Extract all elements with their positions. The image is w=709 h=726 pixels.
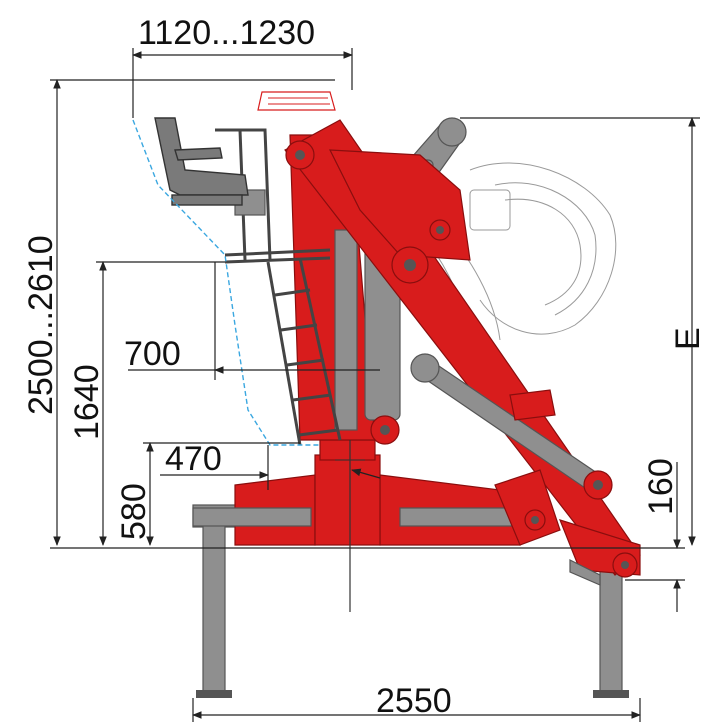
dim-platform-offset-label: 700 bbox=[124, 335, 181, 373]
dim-base-height: 580 bbox=[115, 442, 300, 546]
dim-platform-height-label: 1640 bbox=[68, 364, 106, 440]
dim-base-height-label: 580 bbox=[115, 483, 153, 540]
rotator-ghost bbox=[257, 91, 336, 111]
dim-leg-spread-label: 2550 bbox=[376, 682, 452, 720]
boom-lower-link bbox=[494, 389, 561, 546]
operator-ladder bbox=[266, 257, 342, 446]
crane-base bbox=[192, 439, 521, 546]
dim-base-offset: 470 bbox=[160, 440, 381, 490]
dim-overall-height-label: 2500...2610 bbox=[22, 235, 60, 415]
dim-overall-height: 2500...2610 bbox=[22, 79, 335, 546]
dim-boom-height-label: E bbox=[669, 327, 707, 350]
dim-leg-extension: 160 bbox=[625, 458, 685, 612]
left-stabilizer-leg bbox=[196, 524, 232, 698]
cab-envelope-outline bbox=[132, 119, 320, 446]
dim-leg-spread: 2550 bbox=[192, 682, 641, 722]
operator-seat bbox=[154, 117, 249, 206]
dim-boom-height: E bbox=[460, 117, 707, 546]
dim-platform-height: 1640 bbox=[68, 261, 225, 546]
jib-cylinder bbox=[410, 353, 613, 500]
dim-top-width: 1120...1230 bbox=[132, 14, 353, 118]
dim-platform-offset: 700 bbox=[124, 262, 380, 380]
dim-leg-extension-label: 160 bbox=[642, 458, 680, 515]
dim-top-width-label: 1120...1230 bbox=[138, 14, 315, 52]
dim-base-offset-label: 470 bbox=[165, 440, 222, 478]
